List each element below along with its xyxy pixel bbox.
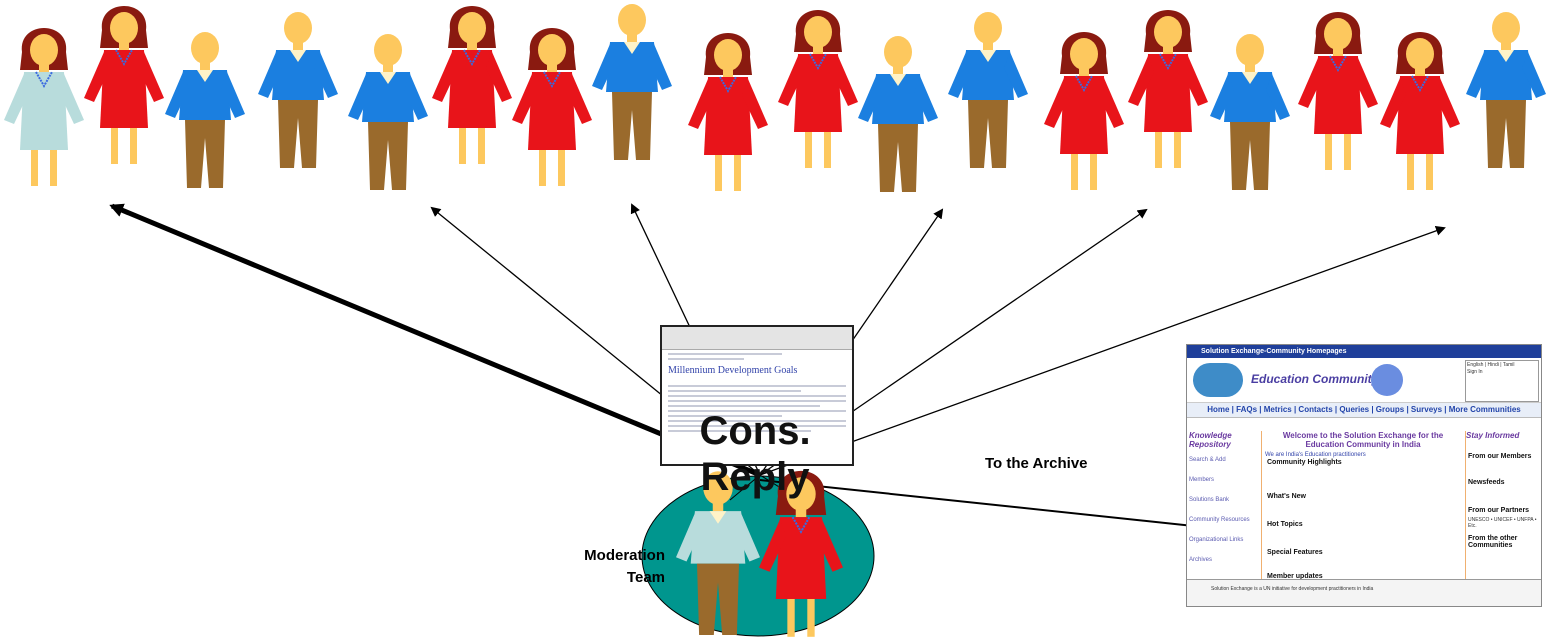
male-member-figure xyxy=(1466,12,1546,168)
archive-label: To the Archive xyxy=(985,455,1088,472)
email-toolbar xyxy=(662,327,852,350)
male-member-figure xyxy=(676,471,760,635)
left-link: Search & Add xyxy=(1189,457,1226,463)
female-member-figure xyxy=(778,10,858,168)
male-member-figure xyxy=(1210,34,1290,190)
main-section-heading: What's New xyxy=(1267,493,1307,500)
male-member-figure xyxy=(165,32,245,188)
female-member-figure xyxy=(1044,32,1124,190)
arrow-to-member-6 xyxy=(759,226,1446,476)
female-member-figure xyxy=(1380,32,1460,190)
female-member-figure xyxy=(4,28,84,186)
right-section-heading: From the other Communities xyxy=(1468,535,1518,549)
right-section-heading: Newsfeeds xyxy=(1468,479,1505,486)
left-link: Members xyxy=(1189,477,1215,483)
community-title: Education Community xyxy=(1251,372,1379,386)
mdg-title: Millennium Development Goals xyxy=(668,365,798,376)
language-box: English | Hindi | Tamil Sign In xyxy=(1465,360,1539,402)
male-member-figure xyxy=(858,36,938,192)
main-section-heading: Hot Topics xyxy=(1267,521,1303,528)
moderation-team-people xyxy=(676,470,843,637)
female-member-figure xyxy=(688,33,768,191)
left-link: Community Resources xyxy=(1189,517,1250,523)
right-section-heading: From our Members xyxy=(1468,453,1532,460)
browser-title-bar: Solution Exchange-Community Homepages xyxy=(1187,345,1541,358)
site-footer: Solution Exchange is a UN initiative for… xyxy=(1187,579,1541,606)
partners-list: UNESCO • UNICEF • UNFPA • Etc. xyxy=(1468,517,1537,529)
solution-exchange-logo xyxy=(1193,363,1243,397)
right-section-heading: From our Partners xyxy=(1468,507,1530,514)
male-member-figure xyxy=(592,4,672,160)
moderation-team-label: Moderation Team xyxy=(584,547,665,586)
main-section-heading: Special Features xyxy=(1267,549,1323,556)
site-nav: Home | FAQs | Metrics | Contacts | Queri… xyxy=(1187,403,1541,418)
female-member-figure xyxy=(432,6,512,164)
left-link: Organizational Links xyxy=(1189,537,1244,543)
education-emblem-icon xyxy=(1371,364,1403,396)
arrow-to-member-1 xyxy=(109,203,761,478)
male-member-figure xyxy=(258,12,338,168)
email-header-lines xyxy=(662,353,852,360)
left-link: Archives xyxy=(1189,557,1213,563)
community-members-row xyxy=(4,4,1546,192)
male-member-figure xyxy=(948,12,1028,168)
community-homepage-thumbnail: Solution Exchange-Community Homepages Ed… xyxy=(1186,344,1542,607)
main-column: Welcome to the Solution Exchange for the… xyxy=(1265,431,1444,580)
female-member-figure xyxy=(1128,10,1208,168)
main-section-heading: Community Highlights xyxy=(1267,459,1342,466)
cons-reply-label: Cons. Reply xyxy=(699,409,811,499)
female-member-figure xyxy=(1298,12,1378,170)
female-member-figure xyxy=(759,470,843,637)
main-section-heading: Member updates xyxy=(1267,573,1323,580)
male-member-figure xyxy=(348,34,428,190)
female-member-figure xyxy=(84,6,164,164)
left-link: Solutions Bank xyxy=(1189,497,1230,503)
female-member-figure xyxy=(512,28,592,186)
site-header: Education Community English | Hindi | Ta… xyxy=(1187,358,1541,403)
consolidated-reply-email-thumbnail: Millennium Development Goals xyxy=(660,325,854,466)
